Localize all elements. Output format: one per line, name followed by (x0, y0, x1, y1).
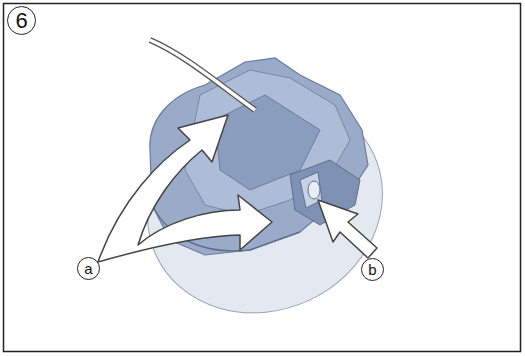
rotate-arrow (98, 115, 272, 262)
latch-button (308, 181, 320, 199)
callout-letter: b (361, 258, 384, 281)
push-arrow (318, 200, 377, 258)
cable (150, 40, 255, 110)
callout-letter: a (77, 257, 100, 280)
cable-inner (150, 40, 255, 110)
step-number: 6 (7, 6, 36, 35)
frame-border (4, 4, 521, 352)
